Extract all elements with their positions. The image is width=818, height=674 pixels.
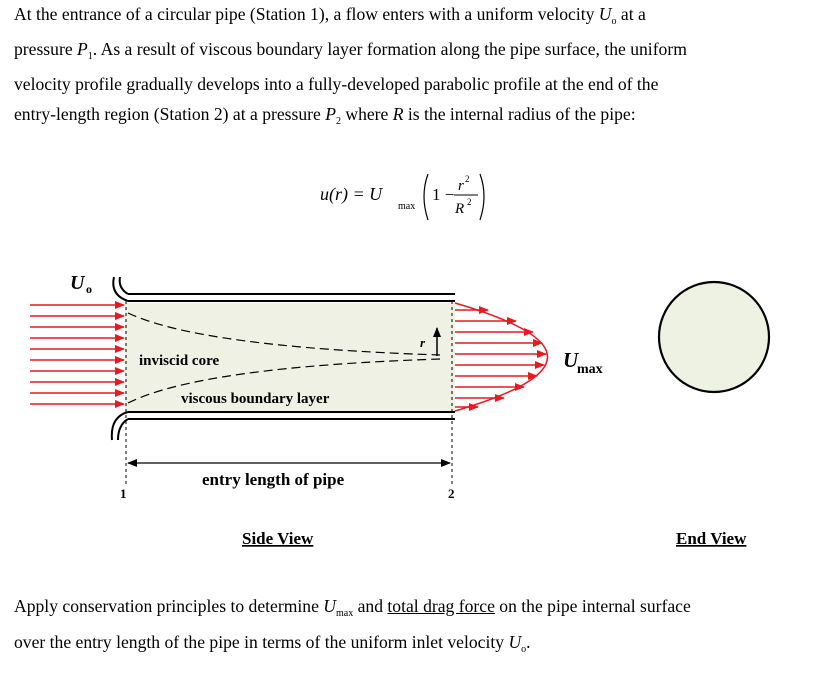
end-view-circle — [657, 280, 771, 394]
inlet-arrows — [30, 301, 125, 408]
inlet-velocity-sub: o — [86, 282, 92, 296]
boundary-layer-label: viscous boundary layer — [181, 391, 330, 407]
side-view-caption: Side View — [242, 529, 314, 548]
equation-numerator: r — [458, 178, 464, 194]
umax-sub: max — [577, 362, 603, 377]
intro-line-4: entry-length region (Station 2) at a pre… — [14, 104, 636, 127]
radius-label: r — [420, 335, 426, 350]
intro-line-3: velocity profile gradually develops into… — [14, 74, 659, 94]
question-line-2: over the entry length of the pipe in ter… — [14, 632, 531, 655]
umax-label: U — [563, 348, 580, 372]
right-paren — [479, 173, 485, 221]
question-line-1: Apply conservation principles to determi… — [14, 596, 691, 619]
outlet-arrows — [455, 306, 547, 411]
inlet-velocity-label: U — [70, 272, 86, 294]
intro-line-1: At the entrance of a circular pipe (Stat… — [14, 4, 646, 27]
inviscid-core-label: inviscid core — [139, 353, 219, 369]
station-2-label: 2 — [448, 486, 455, 501]
intro-line-2: pressure P1. As a result of viscous boun… — [14, 39, 687, 62]
equation-one: 1 − — [432, 185, 454, 204]
end-view-caption: End View — [676, 529, 747, 548]
total-drag-force-term: total drag force — [387, 596, 495, 616]
pipe-top-wall — [112, 276, 455, 302]
pipe-bottom-wall — [110, 411, 455, 441]
station-1-label: 1 — [120, 486, 127, 501]
equation-num-exp: 2 — [465, 174, 470, 184]
equation-denominator: R — [454, 201, 464, 217]
equation-den-exp: 2 — [467, 197, 472, 207]
boundary-layer-top — [127, 312, 441, 356]
pipe-interior — [125, 303, 455, 411]
equation-max-sub: max — [398, 201, 415, 212]
pipe-diagram: U o inviscid core viscous boundary layer — [30, 272, 771, 548]
equation-lhs: u(r) = U — [320, 184, 383, 205]
boundary-layer-bottom — [127, 358, 441, 404]
left-paren — [423, 173, 429, 221]
velocity-profile-equation: u(r) = U max 1 − r 2 R 2 — [320, 173, 485, 221]
parabolic-profile — [454, 302, 549, 412]
entry-length-label: entry length of pipe — [202, 470, 345, 489]
